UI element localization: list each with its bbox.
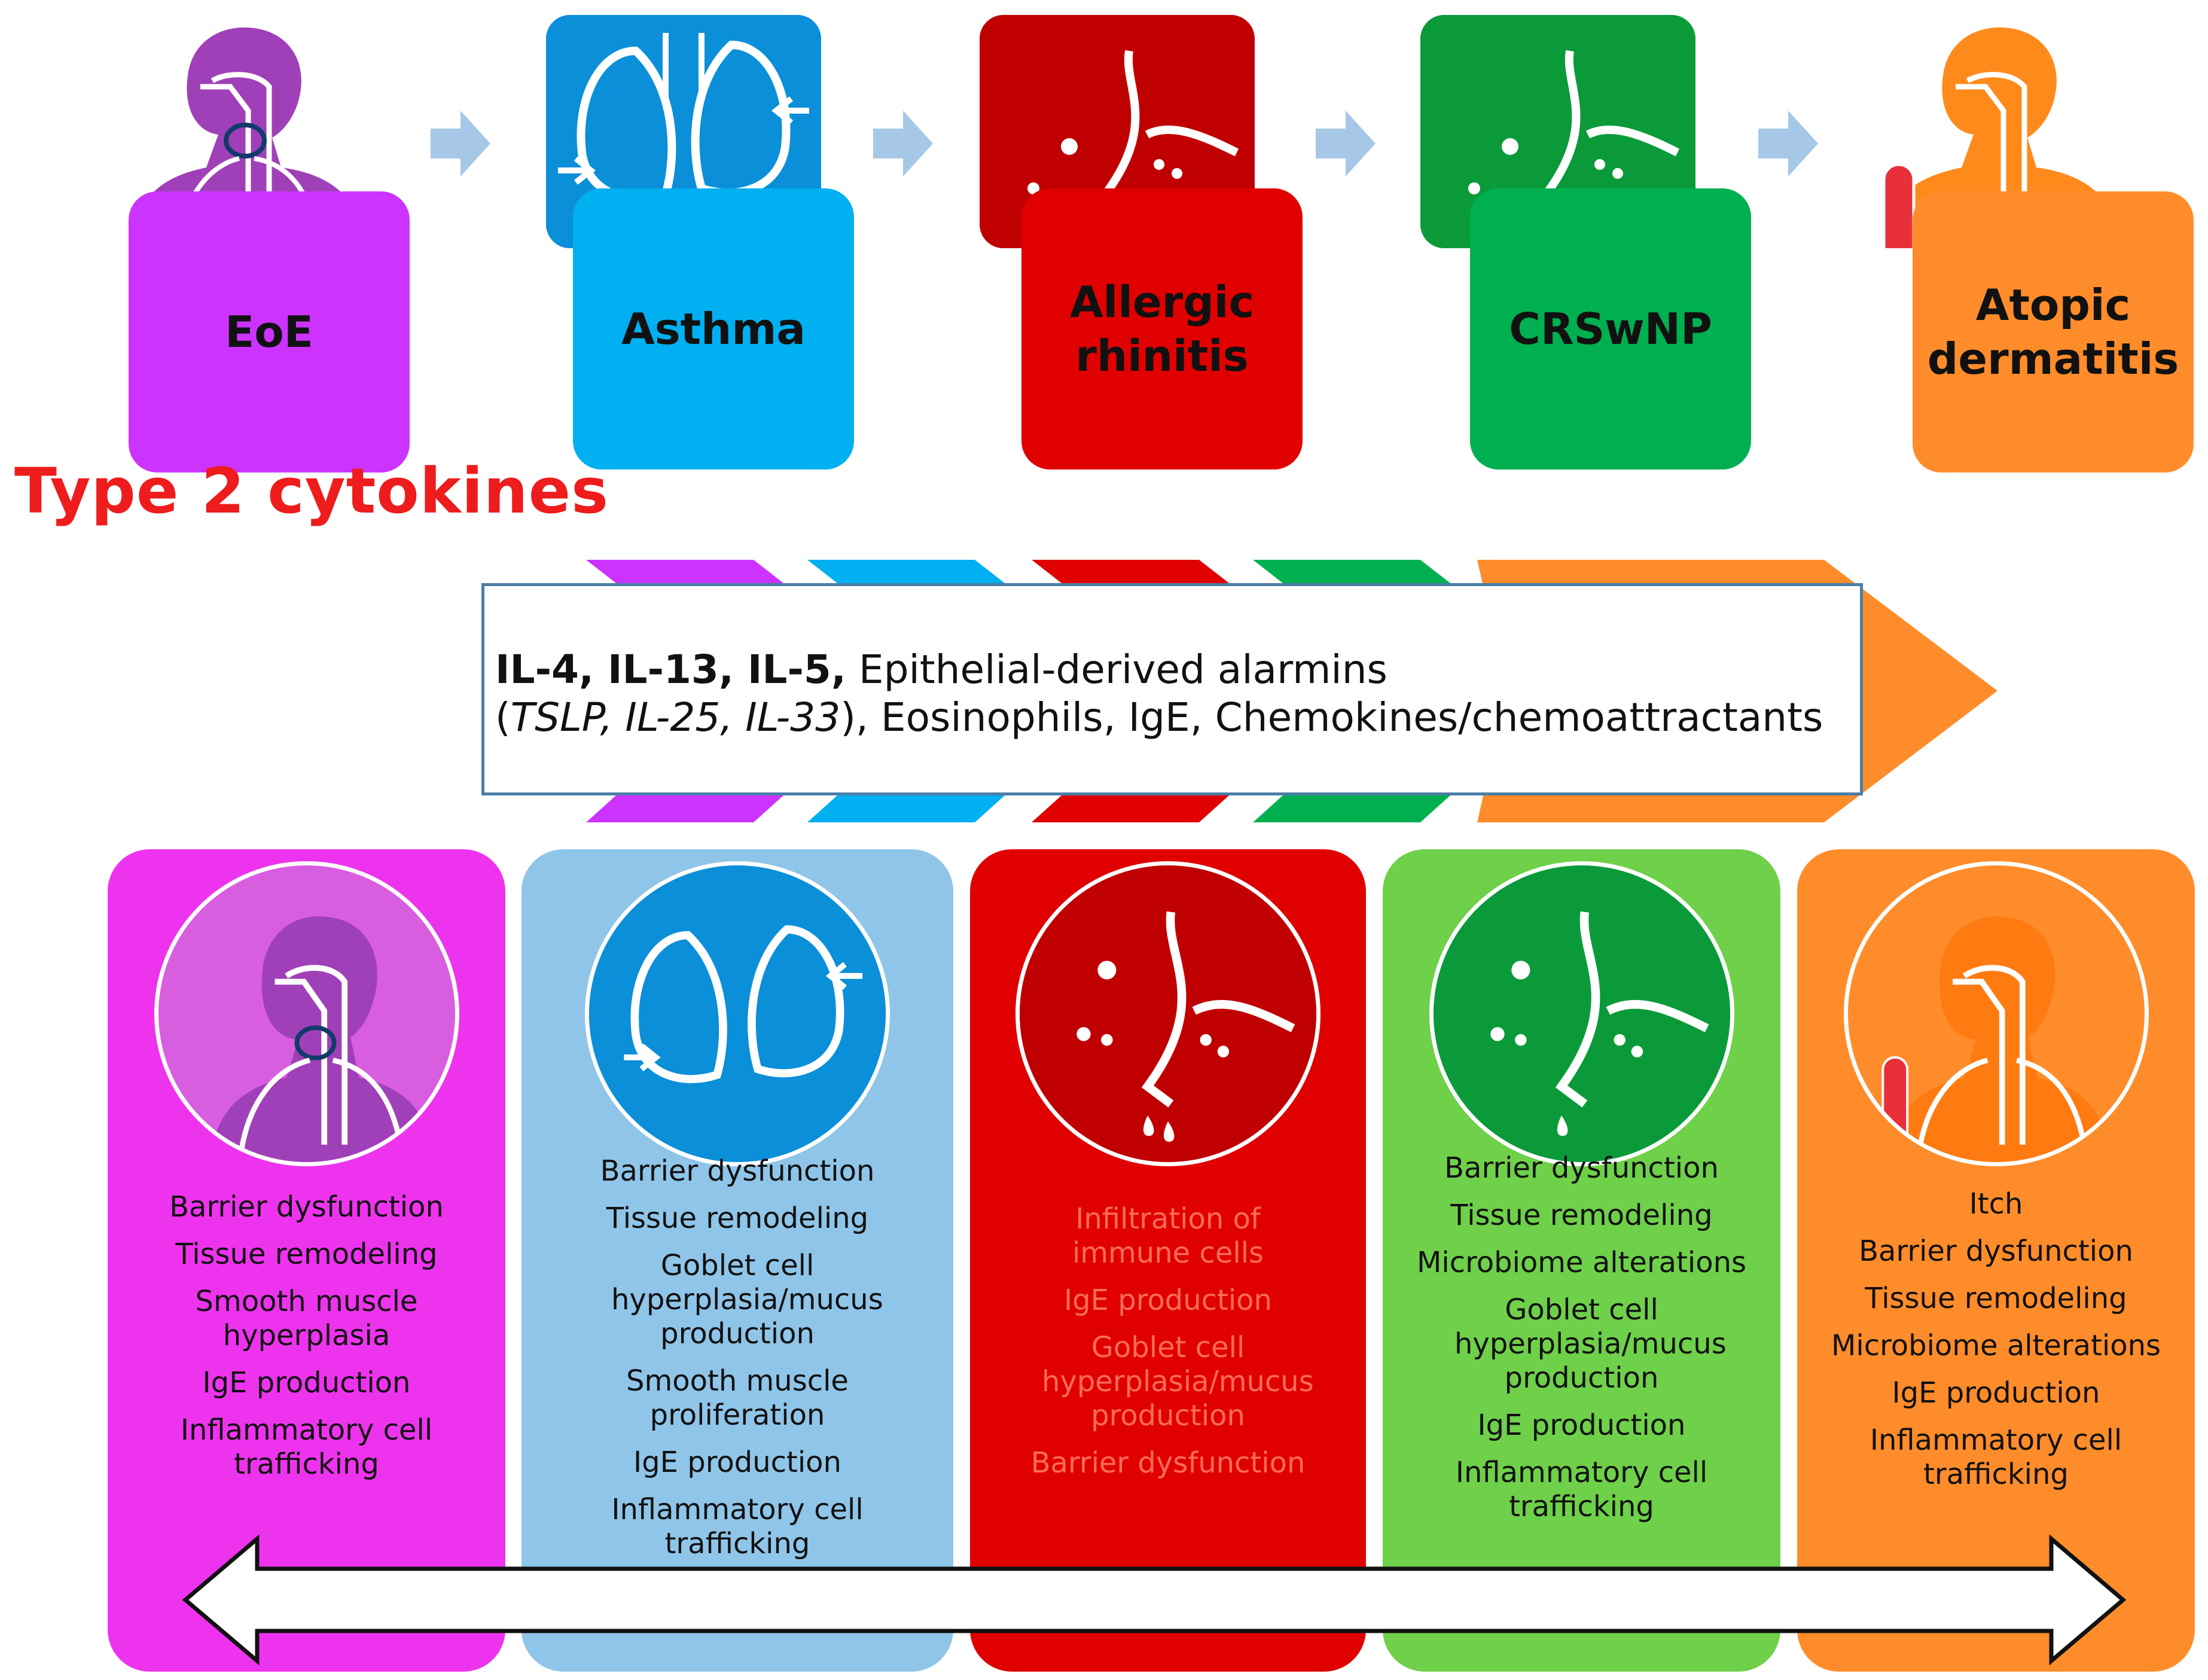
feature-item: Barrier dysfunction <box>1444 1151 1719 1185</box>
step-arrow-icon <box>431 111 490 176</box>
feature-item: Inflammatory cell trafficking <box>1455 1456 1708 1523</box>
feature-item: Inflammatory cell trafficking <box>611 1493 864 1560</box>
cytokine-paren: ( <box>495 694 511 740</box>
card-asthma-features: Barrier dysfunction Tissue remodeling Go… <box>521 1154 953 1574</box>
disease-text-crswnp: CRSwNP <box>1509 304 1712 354</box>
feature-item: Goblet cell hyperplasia/mucus production <box>1042 1331 1314 1432</box>
feature-item: IgE production <box>633 1446 841 1479</box>
card-allergic-rhinitis-features: Infiltration of immune cells IgE product… <box>970 1202 1366 1493</box>
disease-label-crswnp: CRSwNP <box>1470 188 1751 469</box>
feature-item: Barrier dysfunction <box>600 1154 875 1188</box>
cytokine-list-box: IL-4, IL-13, IL-5, Epithelial-derived al… <box>481 583 1863 795</box>
card-eoe: Barrier dysfunction Tissue remodeling Sm… <box>108 849 505 1672</box>
card-atopic-dermatitis-features: Itch Barrier dysfunction Tissue remodeli… <box>1797 1187 2195 1505</box>
feature-item: Microbiome alterations <box>1831 1329 2161 1362</box>
feature-item: Smooth muscle proliferation <box>626 1364 849 1432</box>
cytokine-bold: IL-4, IL-13, IL-5, <box>495 647 846 693</box>
feature-item: Tissue remodeling <box>175 1237 438 1271</box>
double-headed-arrow-icon <box>182 1534 2127 1666</box>
section-title: Type 2 cytokines <box>14 455 609 528</box>
cytokine-line-2: (TSLP, IL-25, IL-33), Eosinophils, IgE, … <box>495 694 1860 742</box>
feature-item: Goblet cell hyperplasia/mucus production <box>611 1249 883 1350</box>
disease-label-allergic-rhinitis: Allergic rhinitis <box>1021 188 1303 469</box>
chevron-strip-eoe <box>586 560 783 583</box>
chevron-strip-crswnp-bottom <box>1253 795 1450 822</box>
card-asthma-icon <box>585 861 890 1166</box>
feature-item: Inflammatory cell trafficking <box>1870 1423 2122 1491</box>
feature-item: Infiltration of immune cells <box>1072 1202 1264 1270</box>
step-arrow-icon <box>1758 111 1818 176</box>
card-crswnp-icon <box>1429 861 1734 1166</box>
card-atopic-dermatitis-icon <box>1844 861 2149 1166</box>
feature-item: IgE production <box>202 1366 411 1400</box>
card-allergic-rhinitis: Infiltration of immune cells IgE product… <box>970 849 1366 1672</box>
feature-item: Itch <box>1969 1187 2023 1221</box>
feature-item: Tissue remodeling <box>606 1202 869 1235</box>
disease-label-atopic-dermatitis: Atopic dermatitis <box>1913 191 2194 472</box>
feature-item: Barrier dysfunction <box>169 1190 444 1224</box>
feature-item: Inflammatory cell trafficking <box>180 1413 433 1481</box>
card-asthma: Barrier dysfunction Tissue remodeling Go… <box>521 849 953 1672</box>
card-atopic-dermatitis: Itch Barrier dysfunction Tissue remodeli… <box>1797 849 2195 1672</box>
feature-item: Tissue remodeling <box>1865 1282 2127 1315</box>
cytokine-line-1: IL-4, IL-13, IL-5, Epithelial-derived al… <box>495 646 1860 694</box>
disease-text-asthma: Asthma <box>621 304 806 354</box>
feature-item: Barrier dysfunction <box>1859 1234 2133 1268</box>
feature-item: IgE production <box>1477 1408 1686 1442</box>
cytokine-rest: ), Eosinophils, IgE, Chemokines/chemoatt… <box>840 694 1823 740</box>
step-arrow-icon <box>1316 111 1376 176</box>
step-arrow-icon <box>873 111 933 176</box>
chevron-strip-allergic-rhinitis <box>1032 560 1229 583</box>
card-eoe-features: Barrier dysfunction Tissue remodeling Sm… <box>108 1190 505 1495</box>
disease-label-eoe: EoE <box>129 191 410 472</box>
card-allergic-rhinitis-icon <box>1015 861 1320 1166</box>
chevron-strip-asthma <box>807 560 1005 583</box>
cytokine-italic: TSLP, IL-25, IL-33 <box>510 694 841 740</box>
feature-item: Tissue remodeling <box>1450 1199 1713 1232</box>
feature-item: IgE production <box>1064 1283 1272 1317</box>
chevron-strip-asthma-bottom <box>807 795 1005 822</box>
feature-item: Smooth muscle hyperplasia <box>195 1285 418 1352</box>
disease-text-atopic-dermatitis: Atopic dermatitis <box>1927 280 2179 384</box>
card-crswnp-features: Barrier dysfunction Tissue remodeling Mi… <box>1383 1151 1780 1537</box>
feature-item: Goblet cell hyperplasia/mucus production <box>1454 1293 1727 1395</box>
chevron-strip-eoe-bottom <box>586 795 783 822</box>
disease-text-allergic-rhinitis: Allergic rhinitis <box>1069 277 1255 381</box>
disease-label-asthma: Asthma <box>573 188 854 469</box>
disease-text-eoe: EoE <box>225 307 313 357</box>
feature-item: Barrier dysfunction <box>1030 1446 1306 1480</box>
chevron-strip-allergic-rhinitis-bottom <box>1032 795 1229 822</box>
cytokine-alarmins: Epithelial-derived alarmins <box>846 647 1387 693</box>
feature-item: IgE production <box>1892 1376 2100 1410</box>
card-crswnp: Barrier dysfunction Tissue remodeling Mi… <box>1383 849 1780 1672</box>
card-eoe-icon <box>154 861 459 1166</box>
feature-item: Microbiome alterations <box>1416 1246 1747 1279</box>
chevron-strip-crswnp <box>1253 560 1450 583</box>
